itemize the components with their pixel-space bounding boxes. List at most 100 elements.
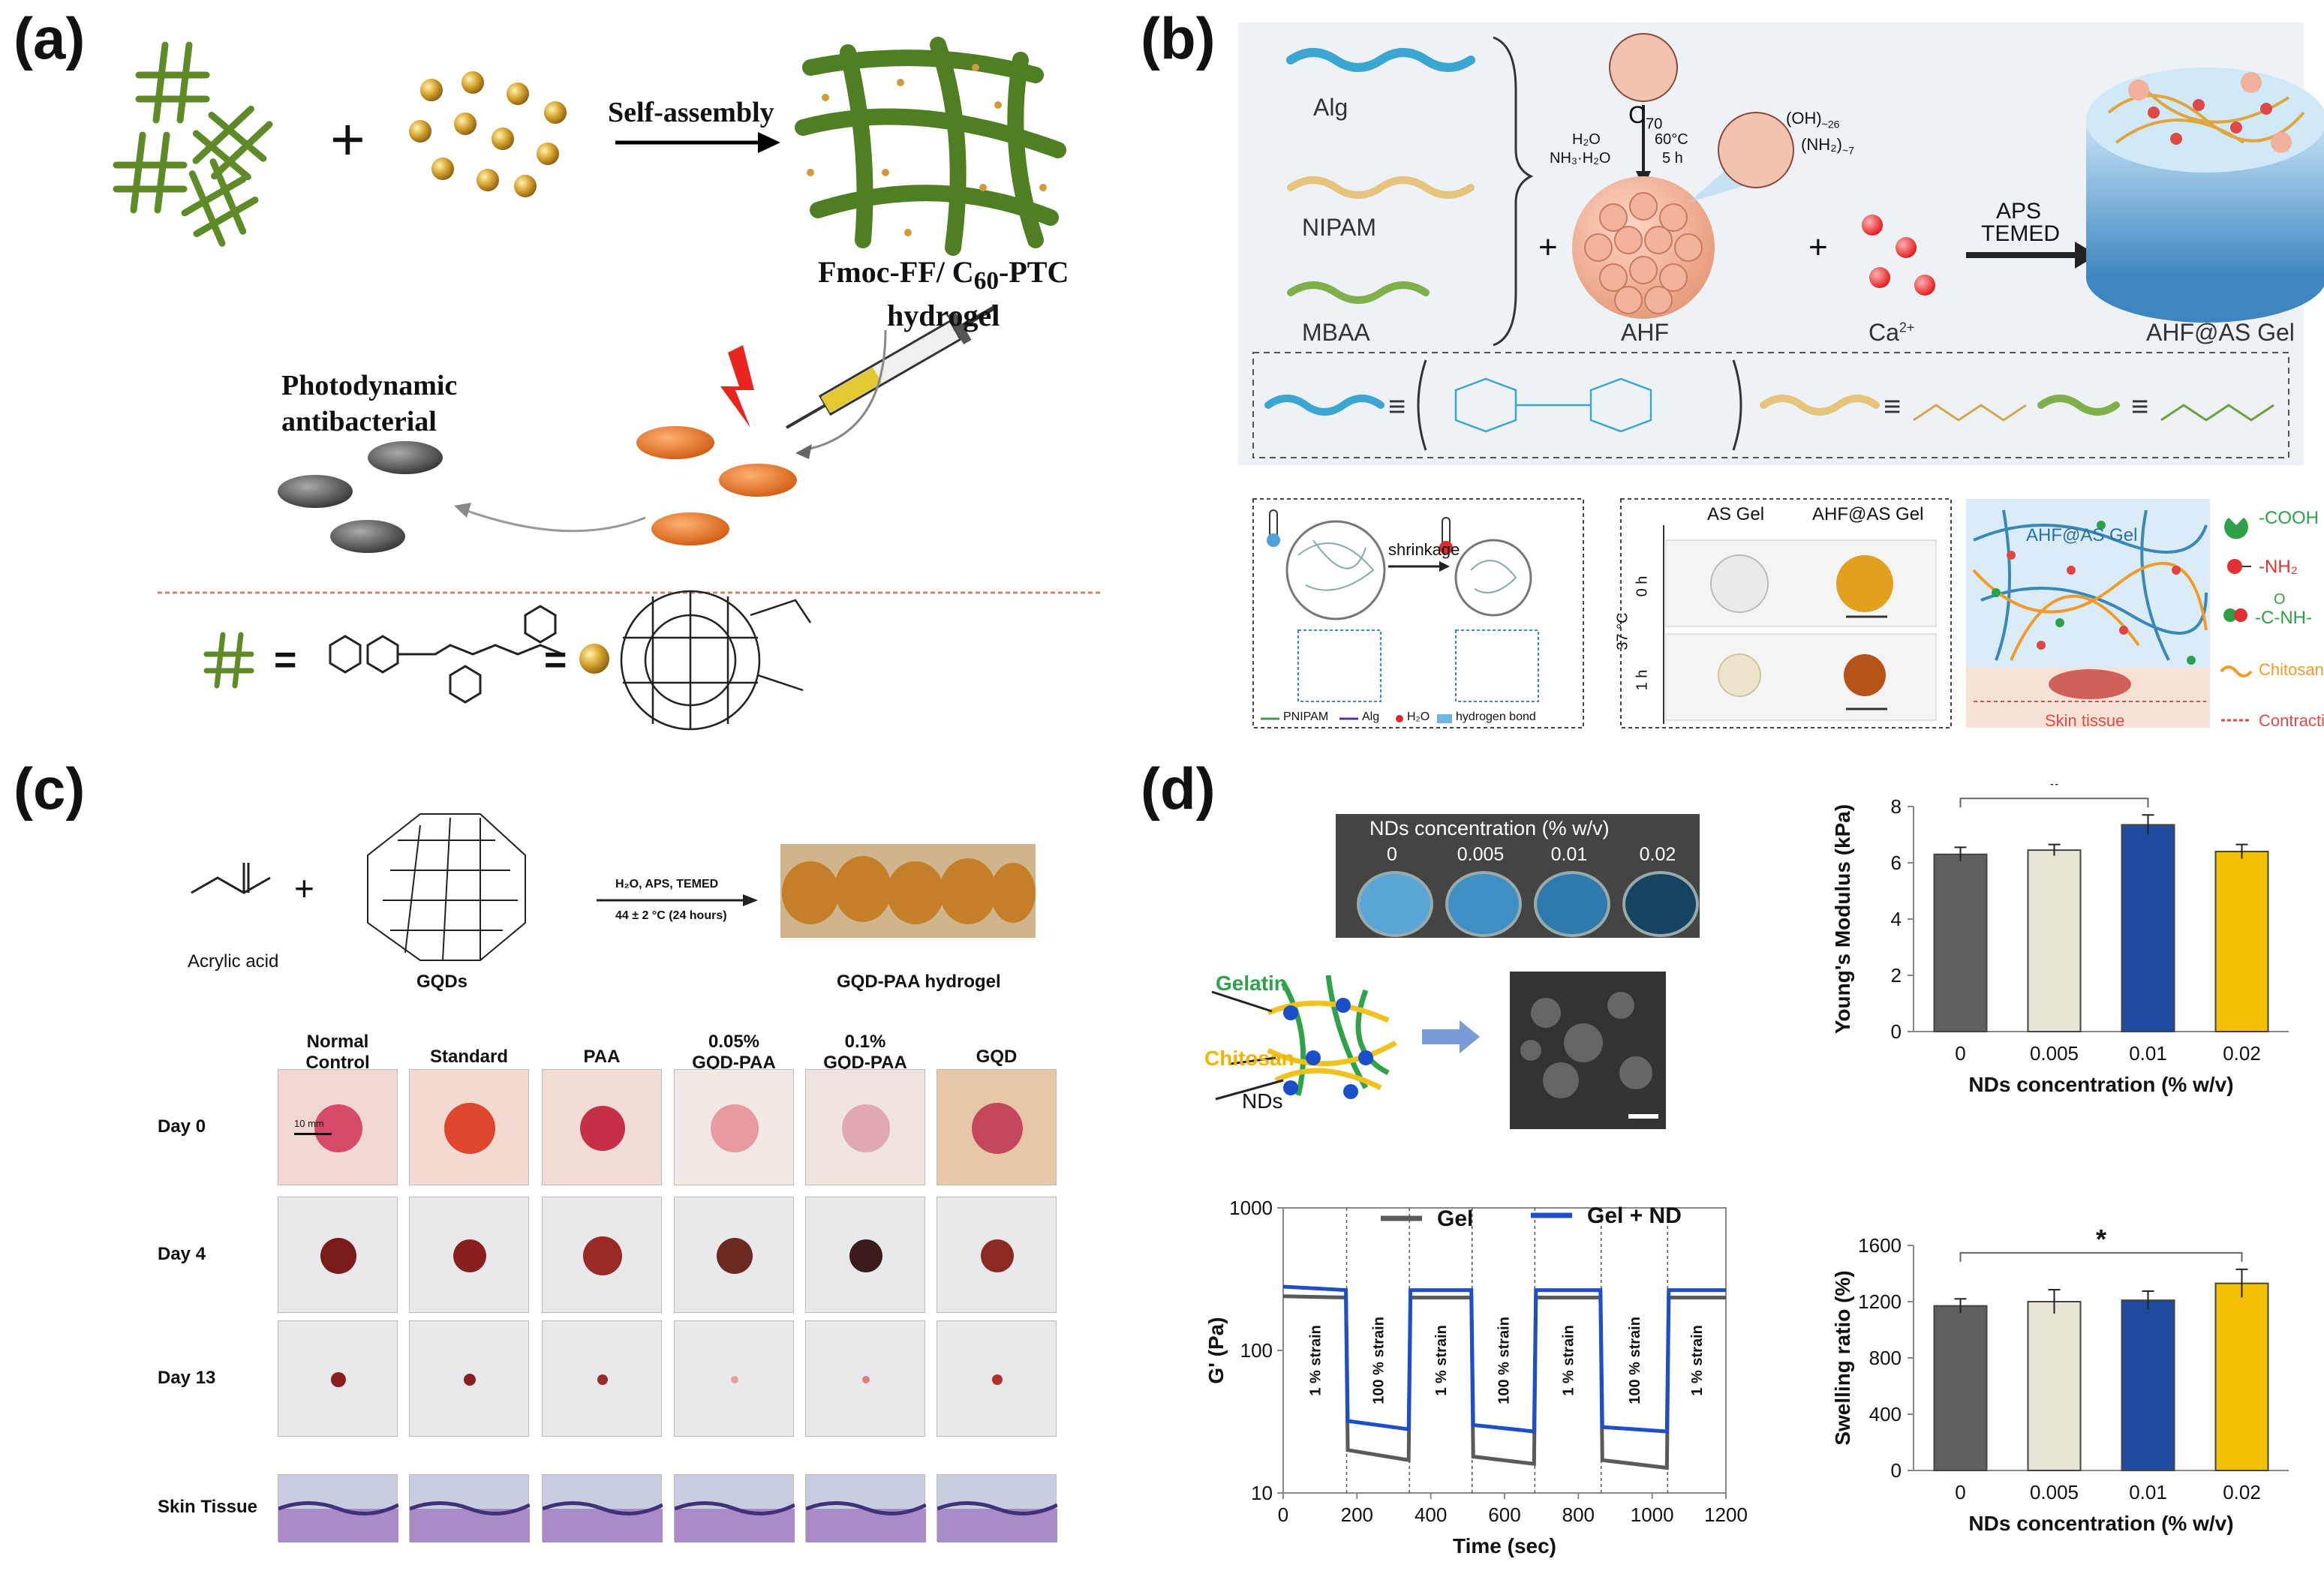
wound-spot: [972, 1102, 1023, 1154]
wound-spot: [464, 1373, 476, 1386]
y-tick-label: 1000: [1229, 1197, 1273, 1219]
tissue-layers: [937, 1501, 1057, 1542]
well-label: 0.02: [1639, 844, 1676, 865]
y-tick-label: 0: [1891, 1459, 1902, 1482]
y-tick-label: 1600: [1858, 1234, 1902, 1257]
tissue-epidermis: [278, 1501, 398, 1515]
x-tick-label: 0.02: [2223, 1481, 2261, 1503]
y-tick-label: 4: [1891, 908, 1902, 930]
wound-spot: [862, 1375, 870, 1383]
bar: [2214, 851, 2269, 1032]
mbaa-label: MBAA: [1302, 319, 1370, 346]
y-axis-title: G' (Pa): [1204, 1317, 1228, 1383]
legend-chitosan: Chitosan: [2259, 660, 2324, 679]
legend-cooh: -COOH: [2259, 508, 2319, 528]
wound-spot: [711, 1104, 759, 1152]
y-tick-label: 400: [1869, 1403, 1902, 1425]
significance-bracket: [1959, 1251, 2243, 1262]
gqd-paa-label: GQD-PAA hydrogel: [837, 972, 1001, 992]
tissue-dermis: [675, 1509, 795, 1542]
strain-label: 100 % strain: [1496, 1317, 1513, 1404]
c60-ptc-structure: [620, 590, 812, 731]
wound-spot: [320, 1237, 356, 1274]
wound-spot: [583, 1236, 622, 1275]
significance-star: *: [2096, 1224, 2106, 1254]
bar: [2027, 849, 2082, 1032]
oh-text: (OH): [1786, 109, 1822, 128]
alg-label: Alg: [1313, 94, 1348, 121]
y-tick-label: 800: [1869, 1347, 1902, 1369]
wound-photo: [674, 1320, 794, 1437]
series-line: [1282, 1294, 1726, 1470]
hydrogel-title-line2: hydrogel: [886, 299, 1000, 332]
wound-spot: [981, 1239, 1014, 1272]
wound-spot: [453, 1239, 486, 1272]
strain-label: 1 % strain: [1561, 1325, 1577, 1395]
x-tick-label: 1000: [1631, 1503, 1674, 1526]
photodynamic-line1: Photodynamic: [281, 370, 458, 401]
wound-spot: [580, 1105, 625, 1151]
wound-spot: [731, 1375, 738, 1383]
gelatin-label: Gelatin: [1216, 972, 1287, 995]
sample-well: [1445, 871, 1522, 937]
well-label: 0.005: [1457, 844, 1505, 865]
panel-b-schematic: ≡ ≡ ≡: [1252, 33, 2324, 728]
panel-b-label: (b): [1141, 5, 1216, 71]
wound-photo: [937, 1197, 1057, 1313]
syringe-icon: [786, 305, 996, 429]
x-tick-label: 400: [1415, 1503, 1447, 1526]
wound-photo: [278, 1197, 398, 1313]
equals-sign-2: =: [544, 638, 567, 682]
tissue-layers: [675, 1501, 795, 1542]
nipam-strand: [1287, 176, 1475, 199]
tissue-dermis: [543, 1509, 663, 1542]
wound-spot: [314, 1104, 362, 1152]
series-line: [1282, 1284, 1726, 1434]
sample-well: [1622, 871, 1699, 937]
time-0h: 0 h: [1634, 575, 1651, 597]
y-tick-label: 10: [1251, 1482, 1273, 1504]
tissue-epidermis: [675, 1501, 795, 1515]
equals-sign-1: =: [274, 638, 297, 682]
bar: [2027, 1301, 2082, 1471]
photodynamic-line2: antibacterial: [281, 406, 437, 437]
lightning-icon: [720, 345, 754, 428]
legend-conh: -C-NH-: [2255, 608, 2312, 628]
strain-label: 100 % strain: [1627, 1317, 1643, 1404]
tissue-dermis: [410, 1509, 530, 1542]
legend-label-gel: Gel: [1437, 1206, 1473, 1231]
x-tick-label: 1200: [1704, 1503, 1748, 1526]
x-axis-title: Time (sec): [1453, 1534, 1556, 1557]
nh2-sub: ~7: [1841, 144, 1854, 157]
wound-photo: [409, 1069, 529, 1185]
reaction-temp: 44 ± 2 °C (24 hours): [615, 909, 727, 922]
wound-spot: [717, 1237, 753, 1274]
svg-text:≡: ≡: [2131, 390, 2148, 423]
x-tick-label: 0.01: [2129, 1042, 2167, 1065]
panel-c-reaction: +: [191, 813, 1036, 961]
fmoc-ff-molecules: [113, 41, 273, 247]
c70-sub: 70: [1646, 116, 1663, 133]
wound-spot: [842, 1104, 890, 1152]
panel-c-label: (c): [14, 755, 86, 822]
chitosan-label: Chitosan: [1204, 1047, 1294, 1070]
nds-label: NDs: [1242, 1089, 1283, 1113]
gqd-structure: [367, 813, 526, 961]
oh-sub: ~26: [1821, 118, 1840, 131]
tissue-epidermis: [543, 1501, 663, 1515]
wound-spot: [992, 1374, 1003, 1385]
tissue-layers: [806, 1501, 926, 1542]
wound-photo: [542, 1197, 662, 1313]
histology-image: [674, 1474, 795, 1542]
condition-h2o: H₂O: [1572, 131, 1601, 148]
wound-photo: [805, 1320, 925, 1437]
row-header: Day 4: [158, 1243, 206, 1264]
gqds-label: GQDs: [416, 972, 468, 992]
column-header: PAA: [583, 1047, 621, 1067]
bar: [2121, 824, 2175, 1032]
wound-spot: [849, 1239, 882, 1272]
histology-image: [805, 1474, 926, 1542]
wound-photo: [278, 1069, 398, 1185]
